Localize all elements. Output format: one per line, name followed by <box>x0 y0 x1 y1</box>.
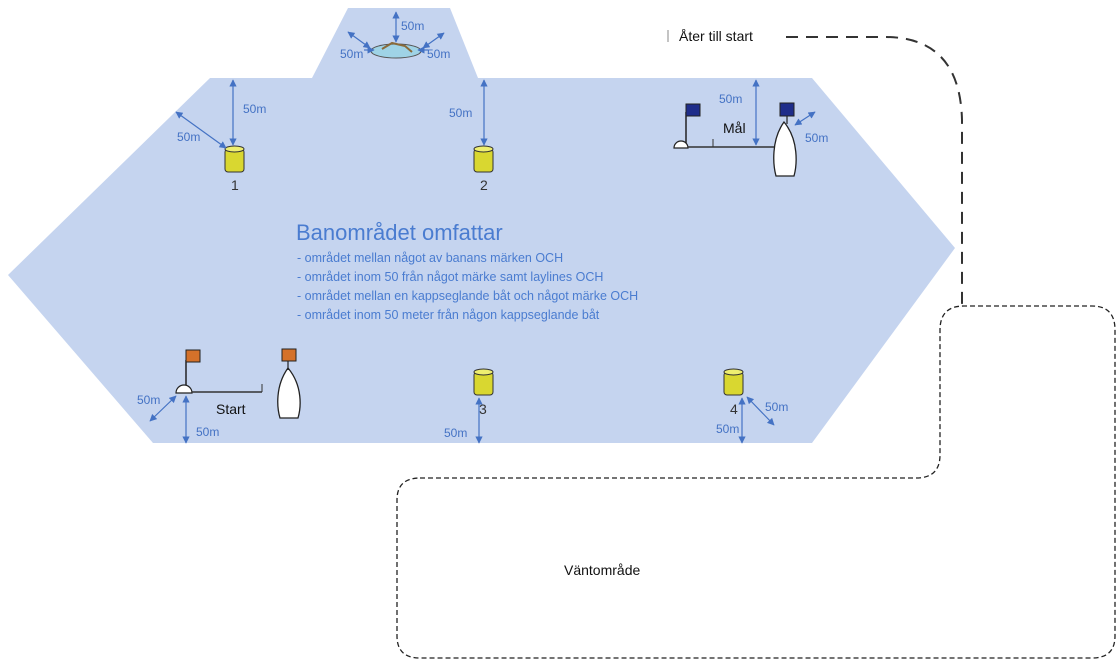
finish-pin-flag-icon <box>673 103 701 149</box>
waiting-area-label: Väntområde <box>564 562 640 578</box>
area-definition-item: - området inom 50 från något märke samt … <box>297 270 603 284</box>
mark-1-buoy-icon <box>224 145 245 173</box>
distance-label: 50m <box>719 92 742 106</box>
waiting-area-outline <box>396 305 1116 659</box>
distance-label: 50m <box>177 130 200 144</box>
mark-4-buoy-icon <box>723 368 744 396</box>
area-definition-item: - området inom 50 meter från någon kapps… <box>297 308 600 322</box>
distance-arrow <box>175 111 227 149</box>
committee-distance-arrows <box>347 11 445 54</box>
area-definition-item: - området mellan något av banans märken … <box>297 251 563 265</box>
mark-4-label: 4 <box>730 401 738 417</box>
distance-label: 50m <box>765 400 788 414</box>
distance-arrow <box>794 111 816 126</box>
distance-arrow <box>149 395 177 422</box>
mark-3-buoy-icon <box>473 368 494 396</box>
distance-arrow <box>746 396 775 426</box>
distance-label: 50m <box>243 102 266 116</box>
distance-label: 50m <box>340 47 363 61</box>
return-route-line <box>786 36 963 305</box>
distance-label: 50m <box>401 19 424 33</box>
mark-1-label: 1 <box>231 177 239 193</box>
distance-label: 50m <box>449 106 472 120</box>
start-label: Start <box>216 401 246 417</box>
mark-3-label: 3 <box>479 401 487 417</box>
area-definition-item: - området mellan en kappseglande båt och… <box>297 289 638 303</box>
distance-label: 50m <box>444 426 467 440</box>
distance-label: 50m <box>427 47 450 61</box>
return-to-start-label: Åter till start <box>679 28 753 44</box>
mark-2-buoy-icon <box>473 145 494 173</box>
start-boat-icon <box>277 348 301 419</box>
distance-label: 50m <box>137 393 160 407</box>
start-pin-flag-icon <box>175 349 201 394</box>
mark-2-label: 2 <box>480 177 488 193</box>
distance-label: 50m <box>805 131 828 145</box>
distance-label: 50m <box>196 425 219 439</box>
distance-label: 50m <box>716 422 739 436</box>
finish-label: Mål <box>723 120 746 136</box>
race-area <box>8 78 955 443</box>
area-definition-title: Banområdet omfattar <box>296 220 503 245</box>
finish-boat-icon <box>773 102 797 177</box>
